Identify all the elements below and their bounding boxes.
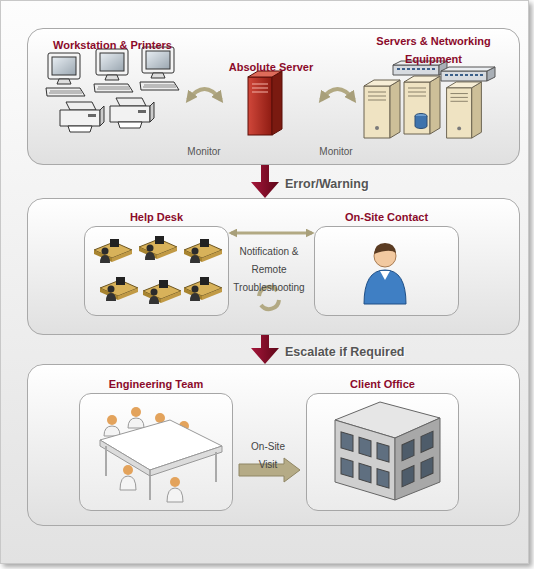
heading-holder: Workstation & Printers bbox=[39, 35, 186, 53]
edge-label: On-Site Visit bbox=[251, 441, 285, 470]
escalation-arrow bbox=[251, 165, 279, 198]
office-box: Client Office bbox=[306, 393, 459, 511]
person-head bbox=[123, 465, 133, 475]
device-group: Servers & Networking Equipment bbox=[356, 31, 511, 141]
edge-label: Monitor bbox=[319, 146, 352, 157]
heading-holder: Client Office bbox=[307, 374, 458, 392]
building-windows bbox=[402, 431, 433, 487]
node-heading: Absolute Server bbox=[229, 61, 313, 73]
workstation-icon bbox=[46, 53, 85, 96]
node-heading: Client Office bbox=[350, 378, 415, 390]
box-fill bbox=[84, 226, 229, 316]
server-front bbox=[248, 77, 272, 135]
panel-fill bbox=[27, 28, 520, 165]
panel-fill bbox=[27, 198, 520, 335]
team-box: Engineering Team bbox=[79, 393, 233, 511]
heading-holder: Absolute Server bbox=[223, 57, 319, 75]
box-fill bbox=[79, 393, 233, 511]
monitor-panel: Workstation & PrintersAbsolute Server Ser… bbox=[27, 28, 520, 165]
building-front bbox=[335, 420, 395, 500]
heading-holder: Engineering Team bbox=[80, 374, 232, 392]
desk-icon bbox=[94, 239, 132, 263]
person-head bbox=[131, 407, 141, 417]
office-building-icon bbox=[335, 402, 440, 500]
desk-icon bbox=[184, 277, 222, 301]
heading-holder: Help Desk bbox=[85, 207, 228, 225]
server-tower-icon bbox=[364, 80, 400, 138]
desk-icon bbox=[139, 236, 177, 260]
workstations-printers-icon bbox=[46, 47, 179, 132]
person-hair bbox=[374, 243, 396, 254]
person-head bbox=[170, 477, 180, 487]
person-head bbox=[107, 415, 117, 425]
label-holder: Error/Warning bbox=[285, 174, 369, 192]
workstation-icon bbox=[94, 49, 133, 92]
contact-box: On-Site Contact bbox=[314, 226, 459, 316]
label-holder: Monitor bbox=[306, 141, 366, 159]
heading-holder: On-Site Contact bbox=[315, 207, 458, 225]
server-tower-icon bbox=[447, 82, 482, 138]
server-slots bbox=[252, 84, 268, 92]
connector bbox=[321, 89, 354, 100]
edge-label: Error/Warning bbox=[285, 177, 369, 191]
label-holder: On-Site Visit bbox=[243, 436, 293, 472]
server-group: Absolute Server bbox=[223, 57, 319, 141]
escalation-arrow bbox=[251, 335, 279, 364]
cycle-arc bbox=[261, 300, 279, 309]
node-heading: Help Desk bbox=[130, 211, 183, 223]
workstation-icon bbox=[140, 47, 179, 90]
server-tower-icon bbox=[404, 76, 440, 134]
printer-icon bbox=[110, 98, 154, 128]
person-collar bbox=[380, 271, 390, 280]
node-heading: Servers & Networking Equipment bbox=[376, 35, 490, 65]
node-heading: Workstation & Printers bbox=[53, 39, 172, 51]
box-fill bbox=[314, 226, 459, 316]
person-body bbox=[364, 270, 406, 304]
connector bbox=[231, 232, 312, 235]
contact-person-icon bbox=[364, 243, 406, 304]
edge-label: Notification & Remote Troubleshooting bbox=[233, 246, 304, 293]
node-heading: On-Site Contact bbox=[345, 211, 428, 223]
disk-icon bbox=[415, 116, 427, 129]
server-side bbox=[272, 71, 282, 135]
servers-networking-icon bbox=[364, 61, 495, 138]
building-side bbox=[395, 418, 440, 500]
team-box: Help Desk bbox=[84, 226, 229, 316]
table-legs bbox=[106, 446, 216, 500]
label-holder: Escalate if Required bbox=[285, 342, 405, 360]
heading-holder: Servers & Networking Equipment bbox=[356, 31, 511, 67]
switch-icon bbox=[441, 67, 495, 81]
box-fill bbox=[306, 393, 459, 511]
device-group: Workstation & Printers bbox=[39, 35, 186, 141]
help-desk-icon bbox=[94, 236, 222, 304]
printer-icon bbox=[60, 102, 104, 132]
chair-person bbox=[120, 476, 183, 502]
meeting-table-icon bbox=[100, 407, 222, 502]
desk-icon bbox=[100, 277, 138, 301]
connector bbox=[188, 89, 221, 100]
edge-label: Escalate if Required bbox=[285, 345, 405, 359]
building-windows bbox=[341, 432, 389, 488]
desk-icon bbox=[143, 280, 181, 304]
node-heading: Engineering Team bbox=[109, 378, 204, 390]
table-top bbox=[100, 420, 222, 470]
label-holder: Notification & Remote Troubleshooting bbox=[229, 241, 309, 295]
desk-icon bbox=[184, 239, 222, 263]
panel-fill bbox=[27, 364, 520, 526]
label-holder: Monitor bbox=[174, 141, 234, 159]
table-edge bbox=[100, 440, 222, 476]
edge-label: Monitor bbox=[187, 146, 220, 157]
absolute-server-icon bbox=[248, 71, 282, 135]
